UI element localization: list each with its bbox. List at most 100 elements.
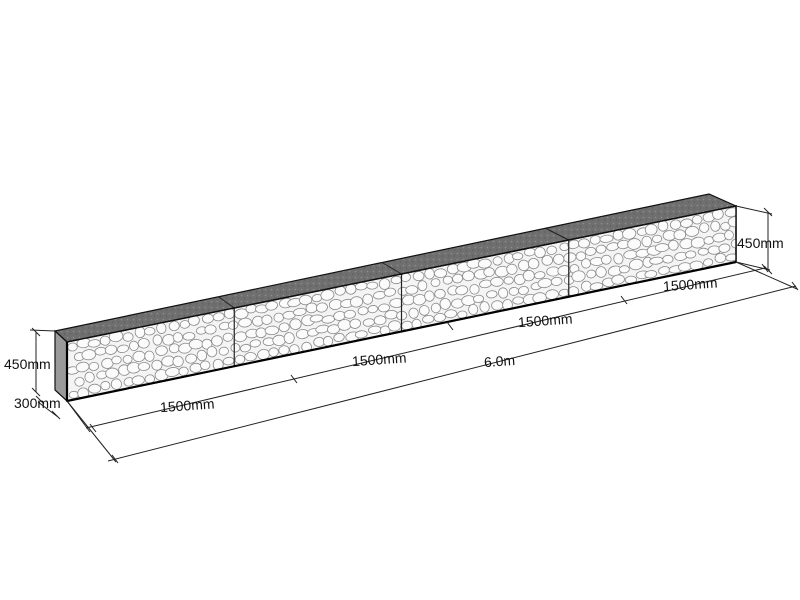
- wall-end-face: [54, 329, 68, 403]
- stone: [272, 334, 286, 347]
- stone: [599, 234, 614, 243]
- stone: [110, 378, 122, 390]
- stone: [699, 222, 710, 233]
- stone: [518, 285, 529, 296]
- stone: [430, 278, 441, 287]
- stone: [619, 265, 630, 274]
- stone: [315, 302, 328, 313]
- stone: [111, 355, 122, 365]
- stone: [88, 383, 102, 394]
- stone: [261, 314, 273, 325]
- extension-line: [66, 400, 117, 463]
- stone: [727, 216, 736, 228]
- stone: [418, 305, 430, 316]
- stone: [581, 258, 591, 269]
- stone: [601, 254, 612, 265]
- stone: [137, 362, 151, 371]
- stone: [644, 270, 658, 279]
- stone: [185, 353, 197, 364]
- stone: [265, 300, 278, 311]
- stone: [503, 276, 514, 285]
- stone: [673, 229, 687, 241]
- stone: [249, 339, 261, 348]
- stone: [378, 278, 391, 290]
- stone: [234, 354, 246, 365]
- segment-1-length-label: 1500mm: [160, 395, 215, 415]
- stone: [468, 304, 479, 315]
- stone: [178, 366, 189, 376]
- stone: [244, 352, 257, 362]
- stone: [212, 312, 225, 322]
- stone: [68, 390, 79, 399]
- stone: [611, 274, 625, 285]
- stone: [155, 345, 168, 356]
- stone: [490, 276, 504, 287]
- stone: [575, 251, 587, 262]
- stone: [417, 280, 428, 292]
- stone: [88, 361, 100, 371]
- stone: [283, 332, 295, 344]
- stone: [299, 294, 313, 306]
- segment-2-length-label: 1500mm: [352, 349, 407, 369]
- stone: [725, 253, 736, 262]
- stone: [527, 257, 540, 270]
- stone: [268, 347, 279, 358]
- stone: [373, 315, 387, 326]
- stone: [362, 293, 374, 305]
- stone: [668, 239, 679, 251]
- wall-bottom-edge: [66, 260, 737, 403]
- stone: [553, 253, 565, 265]
- stone: [383, 287, 397, 297]
- stone: [116, 344, 130, 354]
- stone: [697, 247, 709, 256]
- stone: [641, 235, 653, 248]
- stone: [469, 284, 480, 295]
- stone: [131, 375, 145, 386]
- stone: [172, 332, 184, 343]
- stone: [644, 223, 658, 236]
- stone: [405, 285, 419, 295]
- stone: [498, 287, 509, 299]
- stone: [182, 332, 196, 341]
- stone: [99, 335, 111, 346]
- stone: [100, 380, 111, 391]
- stone: [204, 324, 217, 335]
- stone: [412, 271, 425, 282]
- gabion-stones: [67, 207, 736, 400]
- stone: [152, 334, 163, 346]
- stone: [84, 371, 95, 383]
- stone: [533, 271, 546, 280]
- stone: [151, 359, 163, 371]
- stone: [455, 285, 469, 296]
- stone: [595, 244, 607, 254]
- stone: [378, 303, 390, 313]
- stone: [390, 275, 403, 285]
- stone: [408, 307, 419, 319]
- stone: [720, 222, 731, 231]
- stone: [188, 338, 204, 350]
- stone: [685, 225, 700, 237]
- stone: [196, 349, 208, 362]
- stone: [333, 333, 345, 342]
- stone: [652, 234, 663, 244]
- height-label-right: 450mm: [737, 235, 784, 251]
- stone: [613, 253, 624, 265]
- stone: [122, 332, 134, 342]
- stone: [584, 246, 597, 256]
- stone: [433, 313, 446, 323]
- stone: [662, 254, 674, 264]
- extension-line: [735, 261, 798, 290]
- stone: [627, 238, 642, 250]
- stone: [430, 302, 441, 314]
- stone: [434, 288, 446, 299]
- stone: [718, 243, 731, 253]
- stone: [703, 258, 714, 267]
- stone: [439, 298, 451, 310]
- stone: [506, 263, 518, 275]
- stone: [483, 267, 495, 278]
- stone: [541, 255, 554, 266]
- stone: [189, 362, 202, 373]
- stone: [424, 290, 435, 302]
- tick-marks: [89, 263, 799, 464]
- overall-length-label: 6.0m: [483, 352, 515, 370]
